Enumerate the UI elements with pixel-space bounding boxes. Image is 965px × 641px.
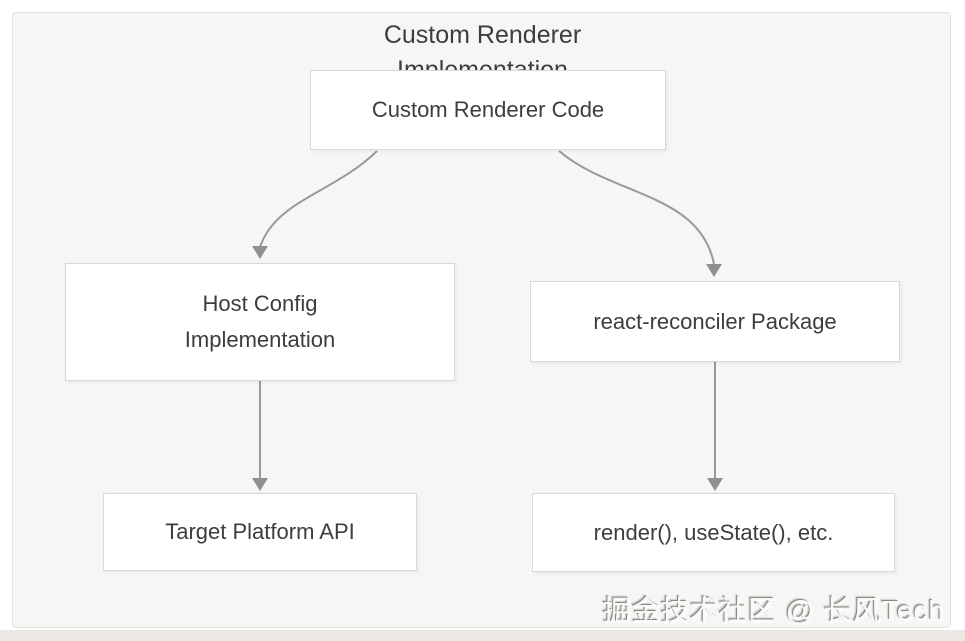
diagram-title-line1: Custom Renderer — [383, 21, 582, 49]
arrowhead-target — [252, 478, 268, 491]
node-render-methods: render(), useState(), etc. — [532, 493, 895, 572]
arrowhead-render — [707, 478, 723, 491]
arrowhead-hostconfig — [252, 246, 268, 259]
arrowhead-reconciler — [706, 264, 722, 277]
node-target-platform-api: Target Platform API — [103, 493, 417, 571]
node-render-methods-label: render(), useState(), etc. — [593, 519, 834, 545]
bottom-strip — [0, 630, 965, 641]
watermark: 掘金技术社区 @ 长风Tech — [602, 595, 945, 626]
edge-arrow-code-to-hostconfig — [259, 150, 378, 248]
node-custom-renderer-code: Custom Renderer Code — [310, 70, 666, 150]
node-host-config-label-line1: Host Config — [202, 291, 318, 316]
node-host-config: Host Config Implementation — [65, 263, 455, 381]
node-custom-renderer-code-label: Custom Renderer Code — [371, 97, 605, 122]
node-react-reconciler: react-reconciler Package — [530, 281, 900, 362]
node-react-reconciler-label: react-reconciler Package — [593, 308, 837, 334]
edge-arrow-code-to-reconciler — [558, 150, 715, 265]
node-target-platform-api-label: Target Platform API — [165, 519, 355, 544]
node-host-config-label-line2: Implementation — [184, 327, 336, 352]
